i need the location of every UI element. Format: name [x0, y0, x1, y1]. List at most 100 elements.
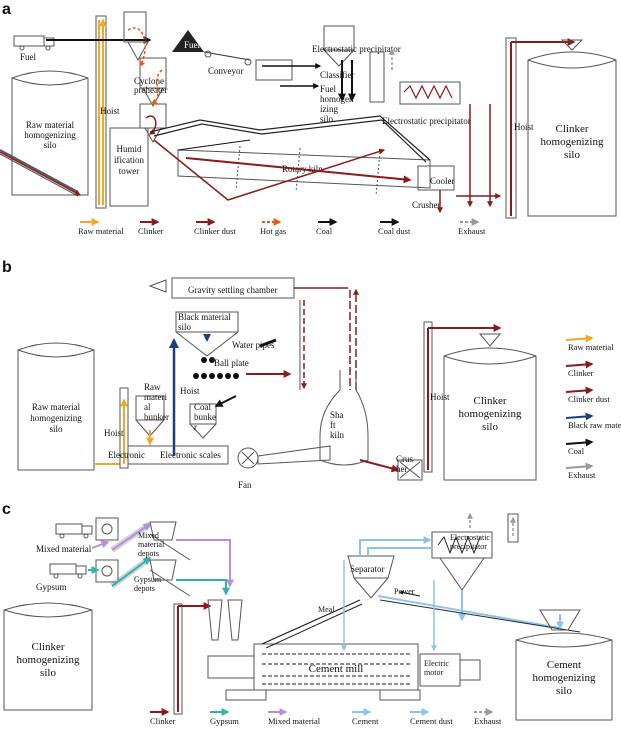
legend-c-label-2: Mixed material — [268, 716, 321, 726]
clinker-silo-a — [527, 39, 617, 217]
legend-c-label-3: Cement — [352, 716, 379, 726]
legend-a-label-4: Coal — [316, 226, 333, 236]
fuel-label-left: Fuel — [20, 52, 37, 62]
conveyor-label: Conveyor — [208, 66, 244, 76]
clinker-silo-c — [3, 602, 93, 711]
legend-b-swatch-5 — [565, 462, 594, 471]
legend-a-label-0: Raw material — [78, 226, 124, 236]
clinker-silo-b — [443, 333, 537, 481]
ball-plate — [193, 357, 239, 379]
legend-a-label-5: Coal dust — [378, 226, 411, 236]
hoist-mid-label-b: Hoist — [180, 386, 200, 396]
legend-b-label-3: Black raw material — [568, 420, 621, 430]
meal-text: Meal — [318, 605, 335, 614]
panel-c: c Mixed material Gypsum — [2, 501, 613, 726]
panel-b: b Gravity settling chamber Black materia… — [2, 259, 621, 490]
legend-b-swatch-0 — [565, 334, 594, 343]
separator-text: Separator — [350, 564, 384, 574]
legend-b-swatch-2 — [565, 386, 594, 395]
panel-letter-b: b — [2, 259, 12, 276]
electronic-label-2: Electronic scales — [160, 450, 221, 460]
meal-label: Meal — [318, 605, 335, 614]
panel-letter-c: c — [2, 501, 11, 518]
legend-b-label-1: Clinker — [568, 368, 594, 378]
power-label: Power — [394, 587, 415, 596]
mixed-material-truck-icon — [55, 523, 93, 539]
legend-b-label-0: Raw material — [568, 342, 614, 352]
separator-label: Separator — [350, 564, 384, 574]
legend-c-label-1: Gypsum — [210, 716, 239, 726]
hoist-right-label-b: Hoist — [430, 392, 450, 402]
ep-top-label: Electrostatic precipitator — [312, 44, 401, 54]
legend-b-label-4: Coal — [568, 446, 585, 456]
raw-material-silo-a — [11, 70, 89, 196]
legend-b-swatch-4 — [565, 438, 594, 447]
raw-material-silo-b — [17, 342, 95, 471]
hoppers — [95, 517, 119, 583]
crusher-label: Crusher — [412, 200, 441, 210]
gypsum-truck-icon — [49, 563, 87, 579]
ep-right-label: Electrostatic precipitator — [382, 116, 471, 126]
legend-c-label-0: Clinker — [150, 716, 176, 726]
legend-c-label-5: Exhaust — [474, 716, 502, 726]
cement-mill — [207, 643, 421, 701]
separator — [347, 555, 395, 599]
legend-c-label-4: Cement dust — [410, 716, 453, 726]
hoist-label-a: Hoist — [100, 106, 120, 116]
legend-b-label-2: Clinker dust — [568, 394, 610, 404]
shaft-kiln — [319, 370, 369, 466]
fan-label: Fan — [238, 480, 252, 490]
classifier-label: Classifier — [320, 70, 355, 80]
rotary-kiln — [177, 145, 431, 197]
legend-a-label-3: Hot gas — [260, 226, 286, 236]
electronic-label-1: Electronic — [108, 450, 145, 460]
legend-a-label-6: Exhaust — [458, 226, 486, 236]
fuel-truck-icon — [13, 35, 55, 51]
legend-b-swatch-1 — [565, 360, 594, 369]
fuel-label-top: Fuel — [184, 40, 201, 50]
ball-plate-label: Ball plate — [214, 358, 249, 368]
panel-letter-a: a — [2, 1, 11, 18]
depots — [149, 521, 191, 597]
legend-c: Clinker Gypsum Mixed material Cement Cement … — [150, 708, 502, 726]
legend-b-label-5: Exhaust — [568, 470, 596, 480]
cyclones-c — [207, 599, 243, 641]
hoist-right-label-a: Hoist — [514, 122, 534, 132]
